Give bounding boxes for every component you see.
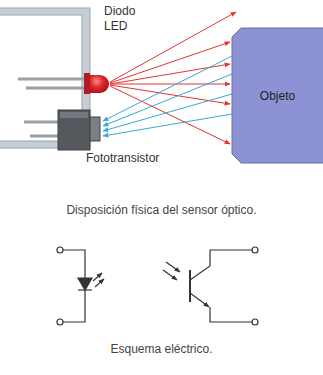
component-label: Fototransistor [86, 151, 196, 166]
phototransistor-symbol [163, 247, 258, 325]
label-text: Fototransistor [86, 151, 159, 165]
node-label: Objeto [260, 89, 295, 103]
label-text: Diodo LED [104, 4, 135, 33]
object-body [232, 28, 323, 163]
phototransistor-component [24, 110, 100, 150]
label-text: Disposición física del sensor óptico. [66, 203, 256, 217]
reflected-rays [103, 56, 232, 136]
component-label: Diodo LED [104, 4, 150, 34]
led-symbol [57, 247, 104, 325]
led-component [18, 73, 109, 94]
figure-caption: Disposición física del sensor óptico. [4, 203, 319, 218]
label-text: Esquema eléctrico. [110, 342, 212, 356]
object-shape: Objeto [232, 28, 323, 163]
figure-caption: Esquema eléctrico. [4, 342, 319, 357]
